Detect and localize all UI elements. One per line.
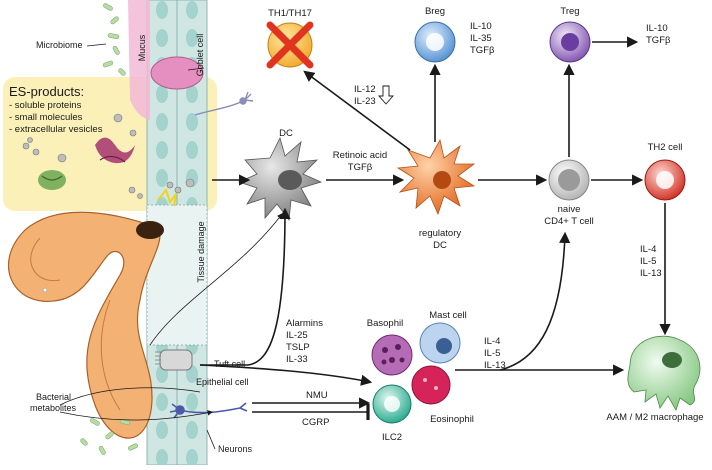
block-cross-icon — [266, 21, 314, 69]
th2-cell — [644, 159, 686, 201]
epithelial-nucleus — [156, 1, 168, 19]
goblet-cell — [150, 56, 204, 90]
granulocyte-cytokine-3: IL-13 — [484, 360, 506, 371]
microbiome-bacteria — [102, 3, 126, 76]
microbiome-label: Microbiome — [36, 40, 83, 50]
th1-th17-label: TH1/TH17 — [268, 8, 312, 19]
dc-label: DC — [279, 128, 293, 139]
retinoic-acid-label: Retinoic acid — [333, 150, 387, 161]
alarmin-il33: IL-33 — [286, 354, 308, 365]
epithelial-nucleus — [186, 113, 198, 131]
epithelial-cell-label: Epithelial cell — [196, 377, 249, 387]
helminth-worm — [7, 187, 177, 439]
epithelial-nucleus — [156, 85, 168, 103]
mast-cell — [419, 322, 461, 364]
es-products-title: ES-products: — [9, 84, 84, 99]
epithelial-nucleus — [186, 393, 198, 411]
protein-structure-green — [38, 170, 66, 190]
granulocyte-cytokine-1: IL-4 — [484, 336, 500, 347]
es-item-extracellular-vesicles: - extracellular vesicles — [9, 124, 103, 135]
th2-label: TH2 cell — [648, 142, 683, 153]
dc-cell — [237, 136, 323, 222]
epithelial-nucleus — [186, 1, 198, 19]
retinoic-tgfb-label: TGFβ — [348, 162, 373, 173]
epithelial-nucleus — [156, 29, 168, 47]
cgrp-label: CGRP — [302, 417, 329, 428]
ilc2-label: ILC2 — [382, 432, 402, 443]
epithelial-nucleus — [156, 113, 168, 131]
epithelial-nucleus — [186, 85, 198, 103]
basophil-cell — [371, 334, 413, 376]
regulatory-dc-label-2: DC — [433, 240, 447, 251]
naive-t-cell — [548, 159, 590, 201]
m2-macrophage — [627, 335, 701, 411]
mucus-layer — [128, 0, 150, 120]
epithelial-nucleus — [186, 449, 198, 467]
breg-label: Breg — [425, 6, 445, 17]
alarmin-il25: IL-25 — [286, 330, 308, 341]
mast-cell-label: Mast cell — [429, 310, 466, 321]
goblet-cell-label: Goblet cell — [195, 34, 205, 77]
neuron-top — [194, 91, 254, 116]
treg-label: Treg — [560, 6, 579, 17]
treg-cytokine-1: IL-10 — [646, 23, 668, 34]
eosinophil-cell — [411, 365, 451, 405]
es-molecules — [22, 113, 195, 199]
il12-label: IL-12 — [354, 84, 376, 95]
breg-cell — [414, 21, 456, 63]
breg-cytokine-3: TGFβ — [470, 45, 495, 56]
basophil-label: Basophil — [367, 318, 403, 329]
macrophage-label: AAM / M2 macrophage — [606, 412, 703, 423]
bacterial-metabolites-label-1: Bacterial — [36, 392, 71, 402]
naive-label-1: naive — [558, 204, 581, 215]
th2-cytokine-1: IL-4 — [640, 244, 656, 255]
protein-structure-red — [95, 137, 135, 164]
th2-cytokine-3: IL-13 — [640, 268, 662, 279]
epithelial-nucleus — [186, 421, 198, 439]
epithelial-nucleus — [186, 141, 198, 159]
gut-bacteria — [80, 418, 139, 455]
th2-cytokine-2: IL-5 — [640, 256, 656, 267]
alarmins-label: Alarmins — [286, 318, 323, 329]
epithelial-nucleus — [156, 141, 168, 159]
down-arrow-icon — [378, 85, 394, 105]
epithelial-nucleus — [156, 169, 168, 187]
nmu-label: NMU — [306, 390, 328, 401]
bacterial-metabolites-label-2: metabolites — [30, 403, 77, 413]
es-item-small-molecules: - small molecules — [9, 112, 83, 123]
treg-cytokine-2: TGFβ — [646, 35, 671, 46]
regulatory-dc-cell — [396, 138, 476, 216]
ilc2-cell — [372, 384, 412, 424]
regulatory-dc-label-1: regulatory — [419, 228, 461, 239]
granulocyte-cytokine-2: IL-5 — [484, 348, 500, 359]
epithelial-nucleus — [156, 393, 168, 411]
es-item-soluble-proteins: - soluble proteins — [9, 100, 82, 111]
pathway-arrows — [59, 36, 671, 421]
mucus-label: Mucus — [137, 34, 147, 61]
alarmin-tslp: TSLP — [286, 342, 310, 353]
th1-th17-cell — [266, 21, 314, 69]
naive-label-2: CD4+ T cell — [544, 216, 594, 227]
breg-cytokine-2: IL-35 — [470, 33, 492, 44]
il23-label: IL-23 — [354, 96, 376, 107]
epithelial-nucleus — [186, 29, 198, 47]
epithelial-nucleus — [156, 449, 168, 467]
treg-cell — [549, 21, 591, 63]
tuft-cell-label: Tuft cell — [214, 359, 245, 369]
epithelial-nucleus — [156, 421, 168, 439]
eosinophil-label: Eosinophil — [430, 414, 474, 425]
breg-cytokine-1: IL-10 — [470, 21, 492, 32]
neurons-label: Neurons — [218, 444, 253, 454]
tissue-damage-label: Tissue damage — [196, 221, 206, 282]
tuft-cell — [155, 349, 193, 371]
